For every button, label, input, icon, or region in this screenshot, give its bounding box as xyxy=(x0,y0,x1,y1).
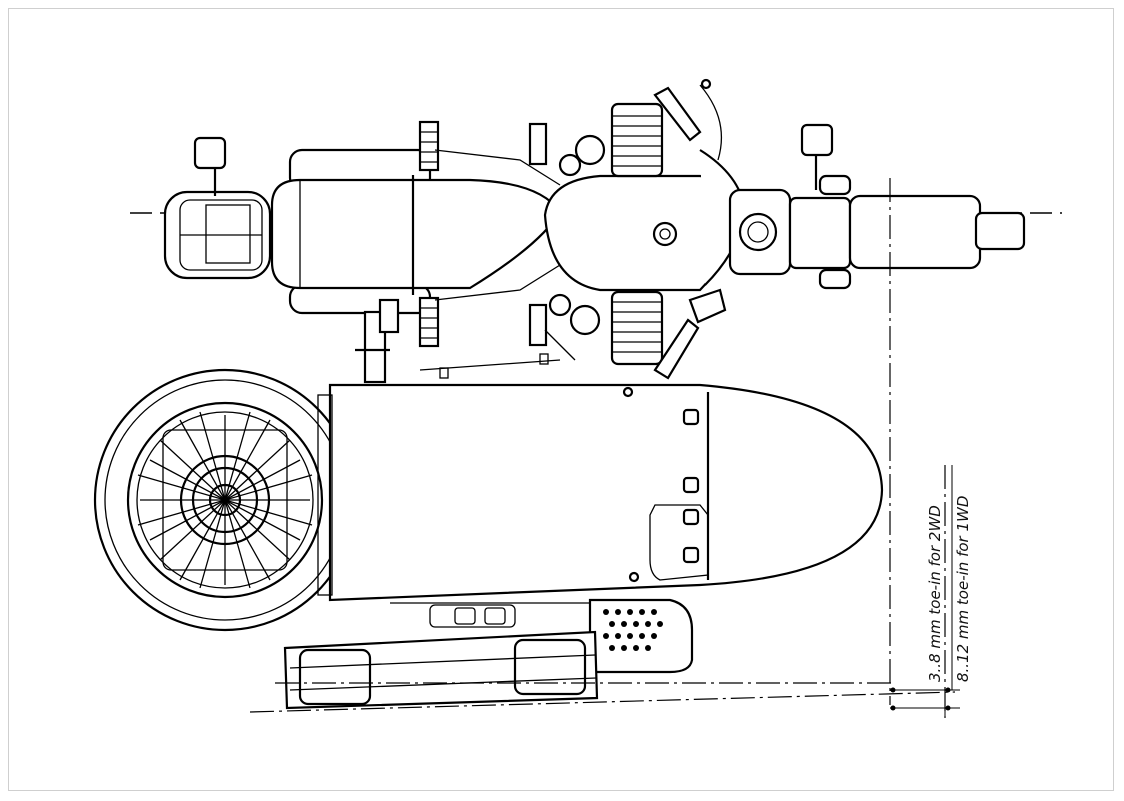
sidecar-body xyxy=(328,383,884,602)
headlight xyxy=(738,212,778,252)
fuel-cap xyxy=(652,221,678,247)
passenger-footpeg-bottom xyxy=(418,296,440,348)
front-fender-tip xyxy=(974,211,1026,251)
wheel-spokes xyxy=(137,411,313,589)
front-wheel xyxy=(848,194,982,270)
rear-fender-bottom xyxy=(288,283,432,315)
sidecar-wheel xyxy=(93,368,357,632)
motorcycle xyxy=(163,78,1026,380)
front-fork xyxy=(788,196,852,270)
front-turn-signal xyxy=(800,123,834,190)
toe-in-2wd-label: 3..8 mm toe-in for 2WD xyxy=(926,505,944,682)
exhaust-muffler xyxy=(588,598,694,674)
sidecar xyxy=(93,298,884,710)
sidecar-spare-parts xyxy=(429,604,516,628)
sidecar-wheel-axis-line xyxy=(249,691,956,713)
seat xyxy=(270,178,562,290)
bottom-wheel-assembly xyxy=(283,630,599,710)
engine-cylinder-top xyxy=(558,102,664,178)
handlebar-lever-bottom xyxy=(653,288,727,380)
passenger-footpeg-top xyxy=(418,120,440,172)
toe-in-1wd-label: 8..12 mm toe-in for 1WD xyxy=(954,496,972,682)
rear-rack xyxy=(163,190,272,280)
rider-footpeg-bottom xyxy=(528,303,548,347)
rider-footpeg-top xyxy=(528,122,548,166)
rear-turn-signal-left xyxy=(193,136,227,196)
sidecar-mount-struts xyxy=(355,298,576,384)
handlebar-lever-top xyxy=(653,78,723,161)
sidecar-latches xyxy=(682,408,700,564)
engine-cylinder-bottom xyxy=(548,290,664,366)
